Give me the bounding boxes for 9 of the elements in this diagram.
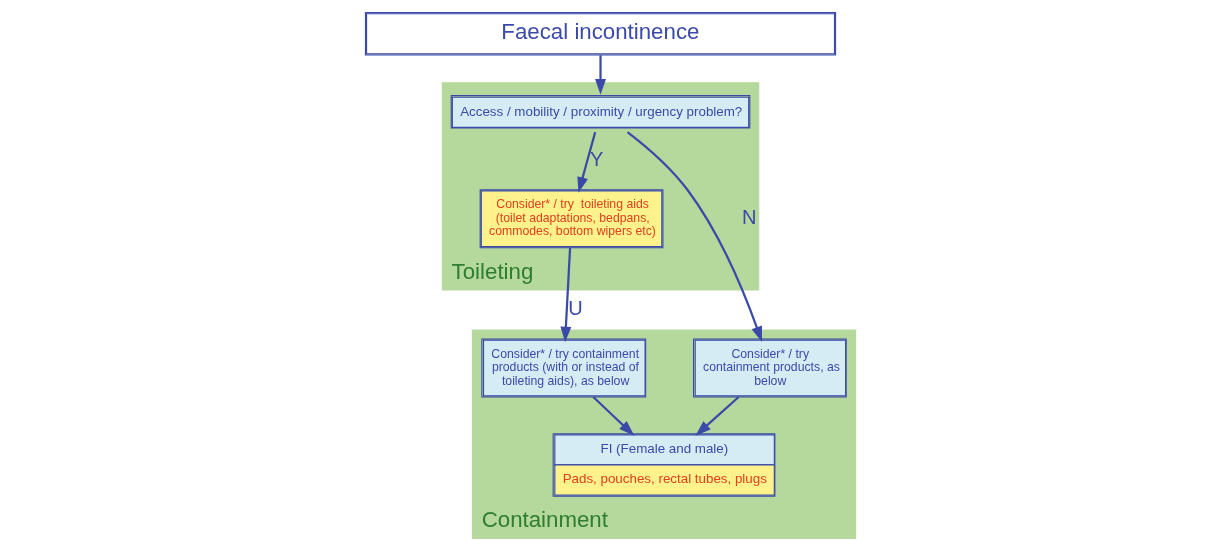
arrow <box>594 55 606 95</box>
arrow <box>694 396 739 436</box>
edge-label: U <box>567 296 583 319</box>
edge-label: Y <box>589 147 603 170</box>
arrow <box>576 131 596 193</box>
arrow <box>559 247 571 343</box>
edge-label: N <box>741 205 756 228</box>
arrow <box>626 131 762 343</box>
arrow <box>592 396 634 436</box>
